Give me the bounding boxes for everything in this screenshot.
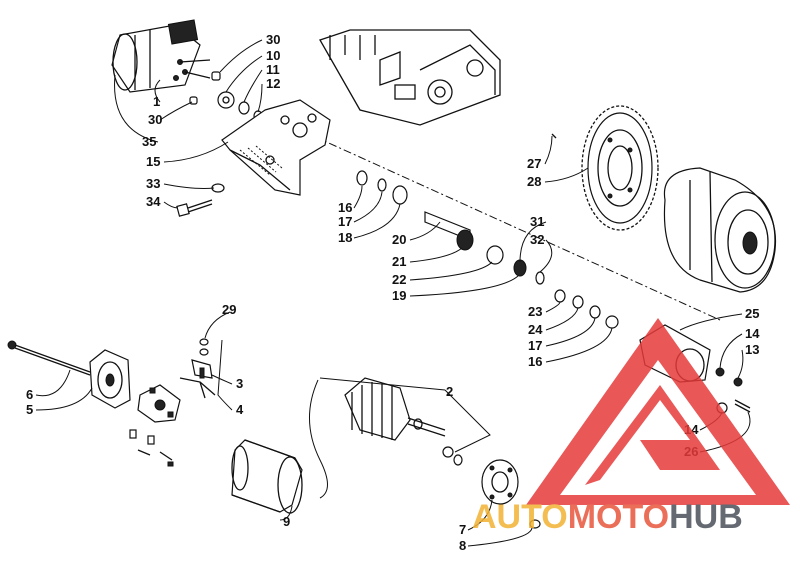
callout-20: 20 (392, 232, 406, 247)
watermark-moto: MOTO (568, 498, 669, 536)
terminal-parts (179, 338, 216, 399)
callout-18: 18 (338, 230, 352, 245)
clutch-drum (663, 167, 777, 293)
callout-2: 2 (446, 384, 453, 399)
callout-13: 13 (745, 342, 759, 357)
callout-7: 7 (459, 522, 466, 537)
watermark-triangle (526, 318, 790, 505)
end-plate-7 (481, 459, 519, 505)
watermark-inner-mark (585, 385, 720, 485)
callout-29: 29 (222, 302, 236, 317)
armature-2 (344, 377, 446, 441)
pin-27 (551, 133, 557, 139)
callout-34: 34 (146, 194, 161, 209)
callout-16a: 16 (338, 200, 352, 215)
brush-springs (129, 429, 174, 467)
callout-17b: 17 (528, 338, 542, 353)
part-numbers: 30 10 11 12 1 30 35 15 33 34 27 28 16 17… (26, 32, 760, 553)
leader-lines (35, 39, 751, 547)
callout-25: 25 (745, 306, 759, 321)
callout-8: 8 (459, 538, 466, 553)
callout-30b: 30 (148, 112, 162, 127)
callout-1: 1 (153, 94, 160, 109)
callout-12: 12 (266, 76, 280, 91)
watermark-text: AUTOMOTOHUB (472, 498, 743, 536)
callout-14a: 14 (745, 326, 760, 341)
washer-8 (529, 519, 541, 529)
drive-shaft-parts (356, 170, 619, 329)
callout-16b: 16 (528, 354, 542, 369)
callout-3: 3 (236, 376, 243, 391)
callout-9: 9 (283, 514, 290, 529)
watermark-auto: AUTO (472, 498, 568, 536)
centerline-upper (299, 129, 721, 321)
callout-32: 32 (530, 232, 544, 247)
watermark-hub: HUB (669, 498, 743, 536)
callout-6: 6 (26, 387, 33, 402)
callout-21: 21 (392, 254, 406, 269)
callout-4: 4 (236, 402, 244, 417)
callout-15: 15 (146, 154, 160, 169)
field-frame-9 (231, 439, 303, 514)
callout-5: 5 (26, 402, 33, 417)
wire-lead (309, 379, 328, 499)
sprocket-28 (581, 105, 659, 231)
mounting-bracket (221, 99, 331, 196)
callout-19: 19 (392, 288, 406, 303)
callout-30a: 30 (266, 32, 280, 47)
starter-small-parts (189, 71, 263, 122)
callout-22: 22 (392, 272, 406, 287)
callout-11: 11 (266, 62, 280, 77)
starter-motor-top (111, 19, 211, 93)
engine-case (319, 29, 501, 126)
watermark-logo: AUTOMOTOHUB (472, 318, 790, 536)
bolt-34 (176, 183, 225, 217)
end-cover-5 (89, 349, 131, 409)
brush-plate (137, 384, 181, 423)
callout-28: 28 (527, 174, 541, 189)
callout-24: 24 (528, 322, 543, 337)
callout-27: 27 (527, 156, 541, 171)
callout-10: 10 (266, 48, 280, 63)
armature-washers (442, 446, 463, 466)
callout-31: 31 (530, 214, 544, 229)
callout-33: 33 (146, 176, 160, 191)
callout-23: 23 (528, 304, 542, 319)
callout-17a: 17 (338, 214, 352, 229)
callout-35: 35 (142, 134, 156, 149)
through-bolt-6 (7, 340, 91, 376)
